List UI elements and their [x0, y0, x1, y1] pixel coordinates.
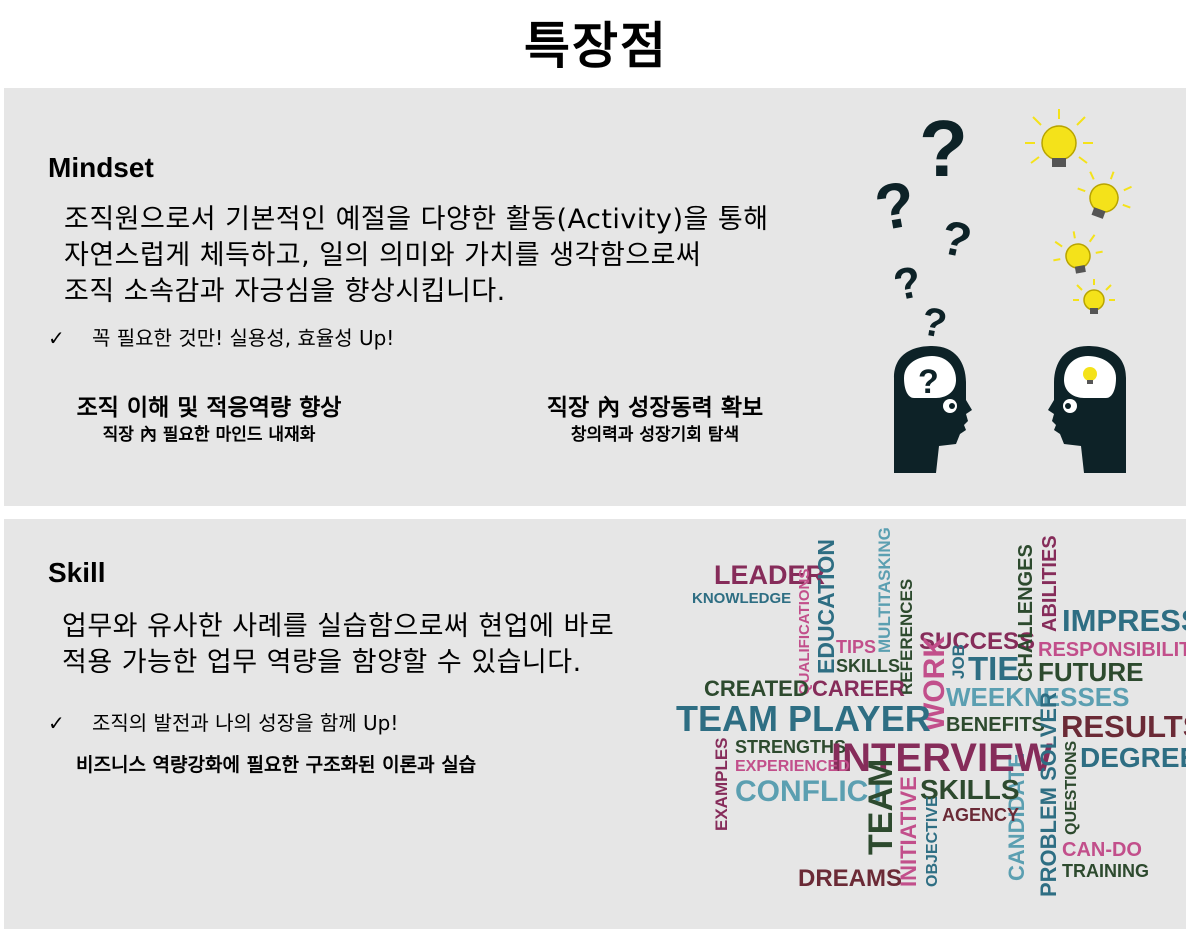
light-bulb-icon: [1053, 231, 1103, 274]
word-cloud-word: TEAM: [862, 759, 900, 855]
mindset-check-item: ✓ 꼭 필요한 것만! 실용성, 효율성 Up!: [48, 322, 394, 351]
word-cloud-word: CONFLICT: [735, 775, 887, 808]
skill-check-item: ✓ 조직의 발전과 나의 성장을 함께 Up!: [48, 707, 398, 736]
check-icon: ✓: [48, 711, 65, 735]
word-cloud-word: EXPERIENCED: [735, 758, 850, 775]
skill-panel: Skill 업무와 유사한 사례를 실습함으로써 현업에 바로 적용 가능한 업…: [4, 519, 1186, 929]
word-cloud-word: TRAINING: [1062, 861, 1149, 881]
word-cloud-word: AGENCY: [942, 805, 1019, 825]
word-cloud-word: WEEKNESSES: [946, 682, 1130, 712]
interview-word-cloud: LEADER KNOWLEDGE QUALIFICATIONS EDUCATIO…: [676, 527, 1186, 897]
page-title: 특장점: [524, 17, 668, 75]
word-cloud-word: TEAM PLAYER: [676, 698, 931, 739]
head-with-lightbulb-icon: [1048, 346, 1126, 473]
word-cloud-word: TIPS: [836, 637, 876, 657]
word-cloud-word: ABILITIES: [1039, 535, 1061, 632]
word-cloud-word: REFERENCES: [897, 579, 916, 695]
word-cloud-word: SKILLS: [836, 656, 900, 676]
word-cloud-word: JOB: [949, 644, 968, 679]
word-cloud-word: CANDIDATE: [1004, 753, 1029, 881]
word-cloud-word: INTERVIEW: [831, 736, 1053, 780]
word-cloud-word: KNOWLEDGE: [692, 590, 791, 607]
mindset-panel: Mindset 조직원으로서 기본적인 예절을 다양한 활동(Activity)…: [4, 88, 1186, 506]
word-cloud-word: WORK: [918, 636, 951, 731]
mindset-point-subtitle: 창의력과 성장기회 탐색: [570, 425, 740, 445]
word-cloud-word: QUALIFICATIONS: [796, 569, 813, 695]
mindset-check-text: 꼭 필요한 것만! 실용성, 효율성 Up!: [92, 326, 395, 350]
word-cloud-word: MULTITASKING: [875, 527, 894, 653]
head-with-question-icon: ?: [894, 346, 972, 473]
question-mark-icon: ?: [919, 104, 968, 193]
word-cloud-word: EXAMPLES: [712, 737, 731, 831]
word-cloud-word: FUTURE: [1038, 657, 1143, 687]
light-bulb-icon: [1073, 279, 1115, 314]
light-bulbs: [1025, 109, 1132, 314]
word-cloud-word: DEGREE: [1080, 742, 1186, 773]
skill-description-line: 업무와 유사한 사례를 실습함으로써 현업에 바로: [62, 611, 615, 642]
word-cloud-word: CAN-DO: [1062, 839, 1142, 861]
word-cloud-word: OBJECTIVE: [924, 796, 941, 887]
word-cloud-word: LEADER: [714, 560, 825, 590]
question-marks: ? ? ? ? ?: [870, 104, 976, 347]
thinking-heads-illustration: ? ? ? ? ?: [870, 104, 1132, 473]
mindset-description-line: 자연스럽게 체득하고, 일의 의미와 가치를 생각함으로써: [64, 240, 702, 271]
word-cloud-word: QUESTIONS: [1063, 740, 1080, 835]
word-cloud-word: RESPONSIBILITY: [1038, 639, 1186, 661]
word-cloud-word: IMPRESS: [1062, 603, 1186, 638]
mindset-point-title: 조직 이해 및 적응역량 향상: [76, 395, 342, 421]
skill-bold-line: 비즈니스 역량강화에 필요한 구조화된 이론과 실습: [76, 754, 477, 776]
light-bulb-icon: [1025, 109, 1093, 167]
mindset-description-line: 조직 소속감과 자긍심을 향상시킵니다.: [64, 276, 506, 307]
word-cloud-word: EDUCATION: [813, 539, 839, 674]
check-icon: ✓: [48, 326, 65, 350]
word-cloud-word: CREATED: [704, 676, 809, 701]
mindset-description-line: 조직원으로서 기본적인 예절을 다양한 활동(Activity)을 통해: [64, 204, 769, 235]
mindset-point-subtitle: 직장 內 필요한 마인드 내재화: [102, 425, 316, 445]
word-cloud-word: CHALLENGES: [1015, 544, 1037, 682]
svg-text:?: ?: [918, 363, 939, 401]
mindset-description: 조직원으로서 기본적인 예절을 다양한 활동(Activity)을 통해 자연스…: [64, 202, 769, 310]
question-mark-icon: ?: [918, 299, 950, 347]
mindset-heading: Mindset: [48, 152, 154, 183]
word-cloud-word: PROBLEM SOLVER: [1036, 692, 1061, 897]
word-cloud-word: STRENGTHS: [735, 737, 846, 757]
light-bulb-icon: [1077, 171, 1132, 219]
word-cloud-word: CAREER: [812, 676, 905, 701]
skill-check-text: 조직의 발전과 나의 성장을 함께 Up!: [92, 711, 399, 735]
question-mark-icon: ?: [870, 167, 921, 245]
skill-description-line: 적용 가능한 업무 역량을 함양할 수 있습니다.: [62, 647, 582, 678]
word-cloud-word: DREAMS: [798, 865, 902, 892]
skill-description: 업무와 유사한 사례를 실습함으로써 현업에 바로 적용 가능한 업무 역량을 …: [62, 609, 614, 681]
word-cloud-word: BENEFITS: [946, 714, 1045, 736]
word-cloud-word: INITIATIVE: [896, 776, 921, 887]
mindset-point-title: 직장 內 성장동력 확보: [546, 395, 764, 421]
skill-heading: Skill: [48, 557, 106, 588]
question-mark-icon: ?: [936, 211, 976, 269]
word-cloud-word: SUCCESS: [919, 628, 1035, 655]
word-cloud-word: SKILLS: [920, 774, 1020, 805]
question-mark-icon: ?: [889, 257, 925, 311]
word-cloud-word: TIE: [968, 650, 1019, 687]
